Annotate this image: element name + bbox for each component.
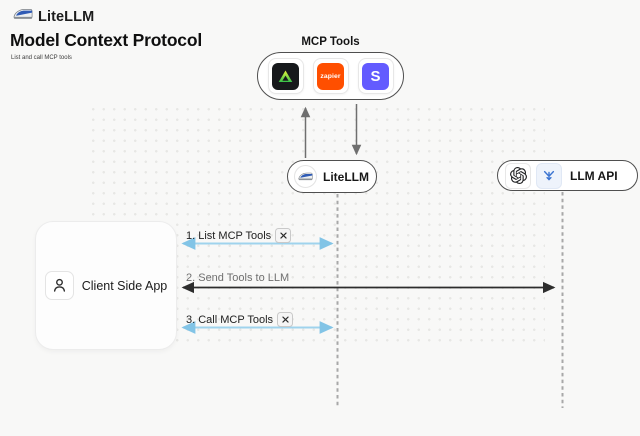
step2-label-row: 2. Send Tools to LLM — [186, 272, 289, 284]
zapier-icon: zapier — [317, 62, 344, 90]
bullet-train-icon — [13, 7, 33, 26]
step1-label-row: 1. List MCP Tools — [186, 228, 292, 243]
mcp-tools-label: MCP Tools — [301, 36, 360, 48]
client-side-app-label: Client Side App — [81, 278, 168, 293]
step2-label: 2. Send Tools to LLM — [186, 272, 290, 284]
step3-label: 3. Call MCP Tools — [186, 313, 274, 326]
llm-api-node-label: LLM API — [570, 168, 618, 183]
stripe-letter: S — [370, 67, 381, 85]
bullet-train-icon — [294, 165, 317, 188]
stripe-icon: S — [362, 62, 389, 90]
page-title: Model Context Protocol — [10, 30, 202, 50]
client-side-app-node: Client Side App — [35, 221, 177, 350]
page-subtitle: List and call MCP tools — [11, 55, 72, 61]
openai-icon — [505, 162, 531, 189]
person-icon — [44, 271, 74, 300]
litellm-node-label: LiteLLM — [323, 169, 369, 184]
crossed-tools-icon — [275, 228, 292, 243]
step3-label-row: 3. Call MCP Tools — [186, 312, 294, 327]
litellm-node: LiteLLM — [287, 160, 377, 193]
llm-api-node: LLM API — [497, 160, 638, 191]
brand-name: LiteLLM — [38, 8, 95, 25]
brand: LiteLLM — [13, 7, 94, 26]
green-triangle-icon — [272, 62, 299, 90]
green-triangle-tool-card — [267, 58, 304, 94]
llm-provider-icon — [536, 162, 562, 189]
zapier-wordmark: zapier — [320, 72, 341, 80]
mcp-tools-node: zapier S — [257, 52, 404, 100]
zapier-tool-card: zapier — [312, 58, 349, 94]
stripe-tool-card: S — [357, 58, 394, 94]
crossed-tools-icon — [277, 312, 294, 327]
step1-label: 1. List MCP Tools — [186, 229, 272, 242]
